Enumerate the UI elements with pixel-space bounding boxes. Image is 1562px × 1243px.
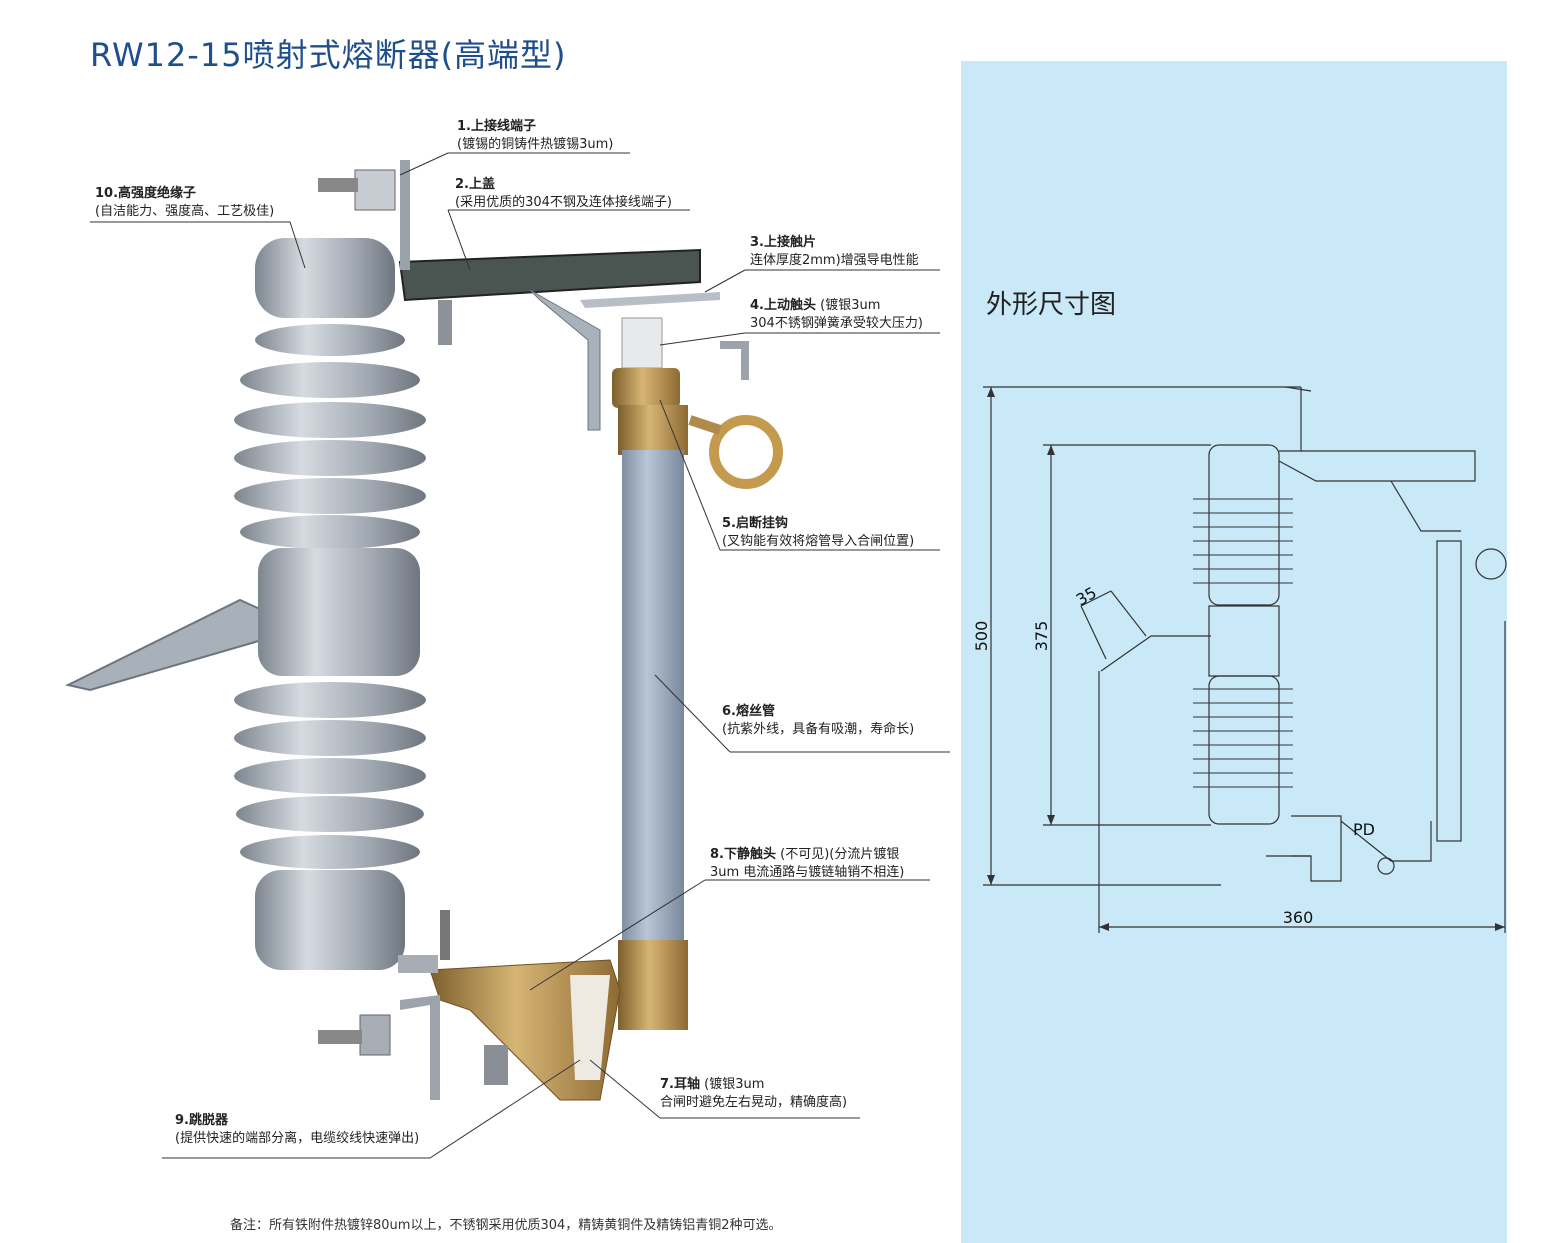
- dim-375: 375: [1032, 621, 1051, 652]
- dim-35: 35: [1073, 583, 1100, 610]
- callout-heading: 9.跳脱器: [175, 1113, 228, 1128]
- callout-detail: 3um 电流通路与镀链轴销不相连): [710, 865, 905, 880]
- callout-detail: 304不锈钢弹簧承受较大压力): [750, 316, 923, 331]
- drawing-title: 外形尺寸图: [986, 290, 1117, 320]
- callout-heading: 2.上盖: [455, 177, 495, 192]
- insulator: [234, 238, 426, 970]
- pd-marking: PD: [1353, 820, 1375, 839]
- callout-detail: (抗紫外线，具备有吸潮，寿命长): [722, 722, 915, 737]
- callout-6: 6.熔丝管 (抗紫外线，具备有吸潮，寿命长): [722, 703, 914, 739]
- callout-heading-extra: (不可见)(分流片镀银: [780, 847, 900, 862]
- callout-heading: 7.耳轴: [660, 1077, 700, 1092]
- callout-heading: 10.高强度绝缘子: [95, 186, 197, 201]
- leader-lines: [90, 152, 950, 1159]
- callout-3: 3.上接触片 连体厚度2mm)增强导电性能: [750, 234, 919, 270]
- callout-detail: (叉钩能有效将熔管导入合闸位置): [722, 534, 915, 549]
- callout-detail: (提供快速的端部分离，电缆绞线快速弹出): [175, 1131, 420, 1146]
- top-cap: [318, 160, 701, 345]
- dimension-drawing: 500 375 360 35 PD: [972, 386, 1507, 933]
- callout-8: 8.下静触头 (不可见)(分流片镀银 3um 电流通路与镀链轴销不相连): [710, 846, 904, 882]
- page-title: RW12-15喷射式熔断器(高端型): [90, 36, 567, 74]
- callout-heading: 5.启断挂钩: [722, 516, 788, 531]
- dim-360: 360: [1283, 908, 1314, 927]
- dim-500: 500: [972, 621, 991, 652]
- callout-heading: 6.熔丝管: [722, 704, 775, 719]
- callout-heading: 8.下静触头: [710, 847, 776, 862]
- product-illustration: [65, 152, 950, 1159]
- callout-10: 10.高强度绝缘子 (自洁能力、强度高、工艺极佳): [95, 185, 274, 221]
- callout-2: 2.上盖 (采用优质的304不钢及连体接线端子): [455, 176, 672, 212]
- fuse-tube: [622, 450, 684, 950]
- upper-contact: [612, 317, 783, 489]
- callout-detail: (采用优质的304不钢及连体接线端子): [455, 195, 672, 210]
- callout-detail: 连体厚度2mm)增强导电性能: [750, 253, 919, 268]
- callout-heading: 1.上接线端子: [457, 119, 536, 134]
- mounting-bracket: [65, 598, 263, 692]
- callout-5: 5.启断挂钩 (叉钩能有效将熔管导入合闸位置): [722, 515, 914, 551]
- dimension-panel: [961, 61, 1507, 1243]
- callout-heading: 3.上接触片: [750, 235, 816, 250]
- callout-heading-extra: (镀银3um: [820, 298, 881, 313]
- callout-detail: 合闸时避免左右晃动，精确度高): [660, 1095, 848, 1110]
- callout-1: 1.上接线端子 (镀锡的铜铸件热镀锡3um): [457, 118, 613, 154]
- callout-detail: (镀锡的铜铸件热镀锡3um): [457, 137, 614, 152]
- callout-detail: (自洁能力、强度高、工艺极佳): [95, 204, 275, 219]
- callout-4: 4.上动触头 (镀银3um 304不锈钢弹簧承受较大压力): [750, 297, 923, 333]
- callout-heading-extra: (镀银3um: [704, 1077, 765, 1092]
- callout-heading: 4.上动触头: [750, 298, 816, 313]
- callout-7: 7.耳轴 (镀银3um 合闸时避免左右晃动，精确度高): [660, 1076, 847, 1112]
- footnote: 备注：所有铁附件热镀锌80um以上，不锈钢采用优质304，精铸黄铜件及精铸铝青铜…: [230, 1218, 782, 1233]
- callout-9: 9.跳脱器 (提供快速的端部分离，电缆绞线快速弹出): [175, 1112, 419, 1148]
